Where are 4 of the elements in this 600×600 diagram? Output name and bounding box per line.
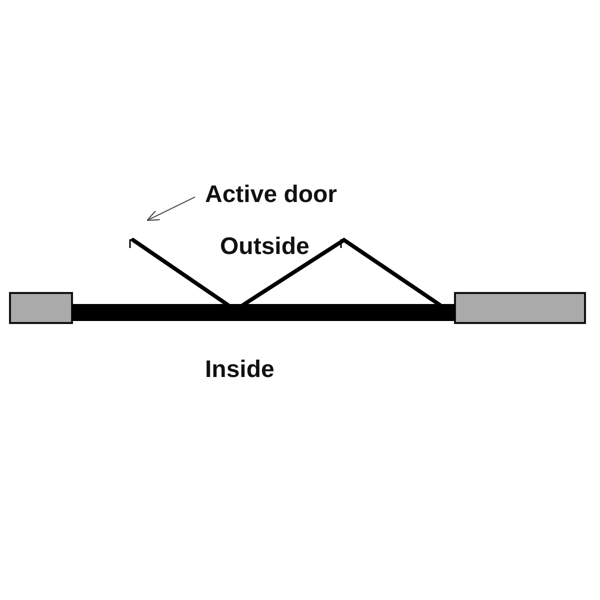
leader-arrow	[146, 196, 196, 222]
side-label: Inside	[205, 358, 274, 382]
side-label: Outside	[220, 235, 310, 259]
callout-text: Active door	[205, 183, 338, 207]
